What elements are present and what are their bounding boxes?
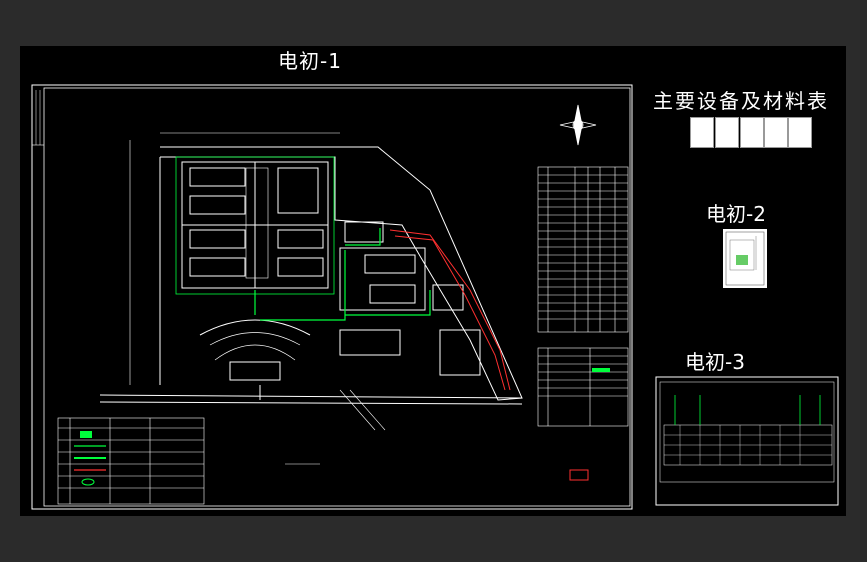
- cable-routes: [254, 228, 431, 321]
- legend-table-right: [537, 347, 629, 427]
- title-stamp: [569, 469, 589, 481]
- power-lines: [389, 229, 511, 391]
- sheet3-thumbnail: [655, 376, 839, 506]
- material-sheet-5[interactable]: [788, 117, 812, 148]
- sheet2-label: 电初-2: [706, 202, 766, 226]
- sheet1-border: [31, 84, 633, 510]
- sheet3-label: 电初-3: [685, 350, 745, 374]
- material-sheet-2[interactable]: [715, 117, 739, 148]
- equipment-table: [537, 166, 629, 333]
- material-sheet-1[interactable]: [690, 117, 714, 148]
- material-sheet-4[interactable]: [764, 117, 788, 148]
- sheet2-thumbnail: [723, 229, 767, 288]
- site-plan: [99, 132, 523, 431]
- legend-symbols: [74, 431, 106, 486]
- material-table-label: 主要设备及材料表: [653, 89, 829, 113]
- sheet1-inner-border: [43, 87, 631, 507]
- sheet1-label: 电初-1: [278, 49, 342, 73]
- material-sheet-3[interactable]: [740, 117, 764, 148]
- compass-icon: [559, 104, 597, 146]
- legend-table: [57, 417, 205, 505]
